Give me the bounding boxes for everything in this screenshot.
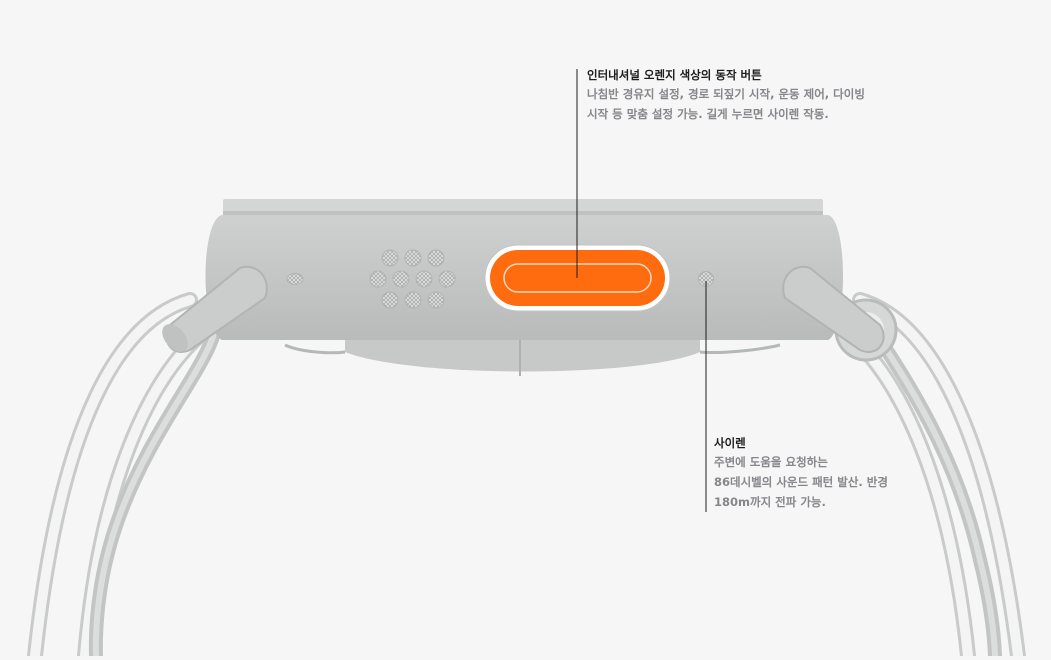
case-bottom [345, 340, 700, 372]
description-line: 180m까지 전파 가능. [714, 495, 826, 509]
action-button-callout: 인터내셔널 오렌지 색상의 동작 버튼 나침반 경유지 설정, 경로 되짚기 시… [587, 67, 865, 124]
description-line: 86데시벨의 사운드 패턴 발산. 반경 [714, 475, 888, 489]
right-lug [782, 265, 885, 353]
description-line: 나침반 경유지 설정, 경로 되짚기 시작, 운동 제어, 다이빙 [587, 87, 865, 101]
left-lug [162, 265, 268, 353]
siren-title: 사이렌 [714, 436, 746, 450]
siren-description: 주변에 도움을 요청하는 86데시벨의 사운드 패턴 발산. 반경 180m까지… [714, 452, 888, 512]
action-button-title: 인터내셔널 오렌지 색상의 동작 버튼 [587, 68, 762, 82]
microphone-hole-icon [286, 273, 304, 285]
action-button-description: 나침반 경유지 설정, 경로 되짚기 시작, 운동 제어, 다이빙 시작 등 맞… [587, 84, 865, 124]
left-band [27, 292, 222, 660]
speaker-grille-icon [369, 249, 456, 309]
description-line: 주변에 도움을 요청하는 [714, 455, 828, 469]
siren-callout: 사이렌 주변에 도움을 요청하는 86데시벨의 사운드 패턴 발산. 반경 18… [714, 435, 888, 512]
description-line: 시작 등 맞춤 설정 가능. 길게 누르면 사이렌 작동. [587, 107, 829, 121]
case-top-rim [223, 199, 823, 213]
